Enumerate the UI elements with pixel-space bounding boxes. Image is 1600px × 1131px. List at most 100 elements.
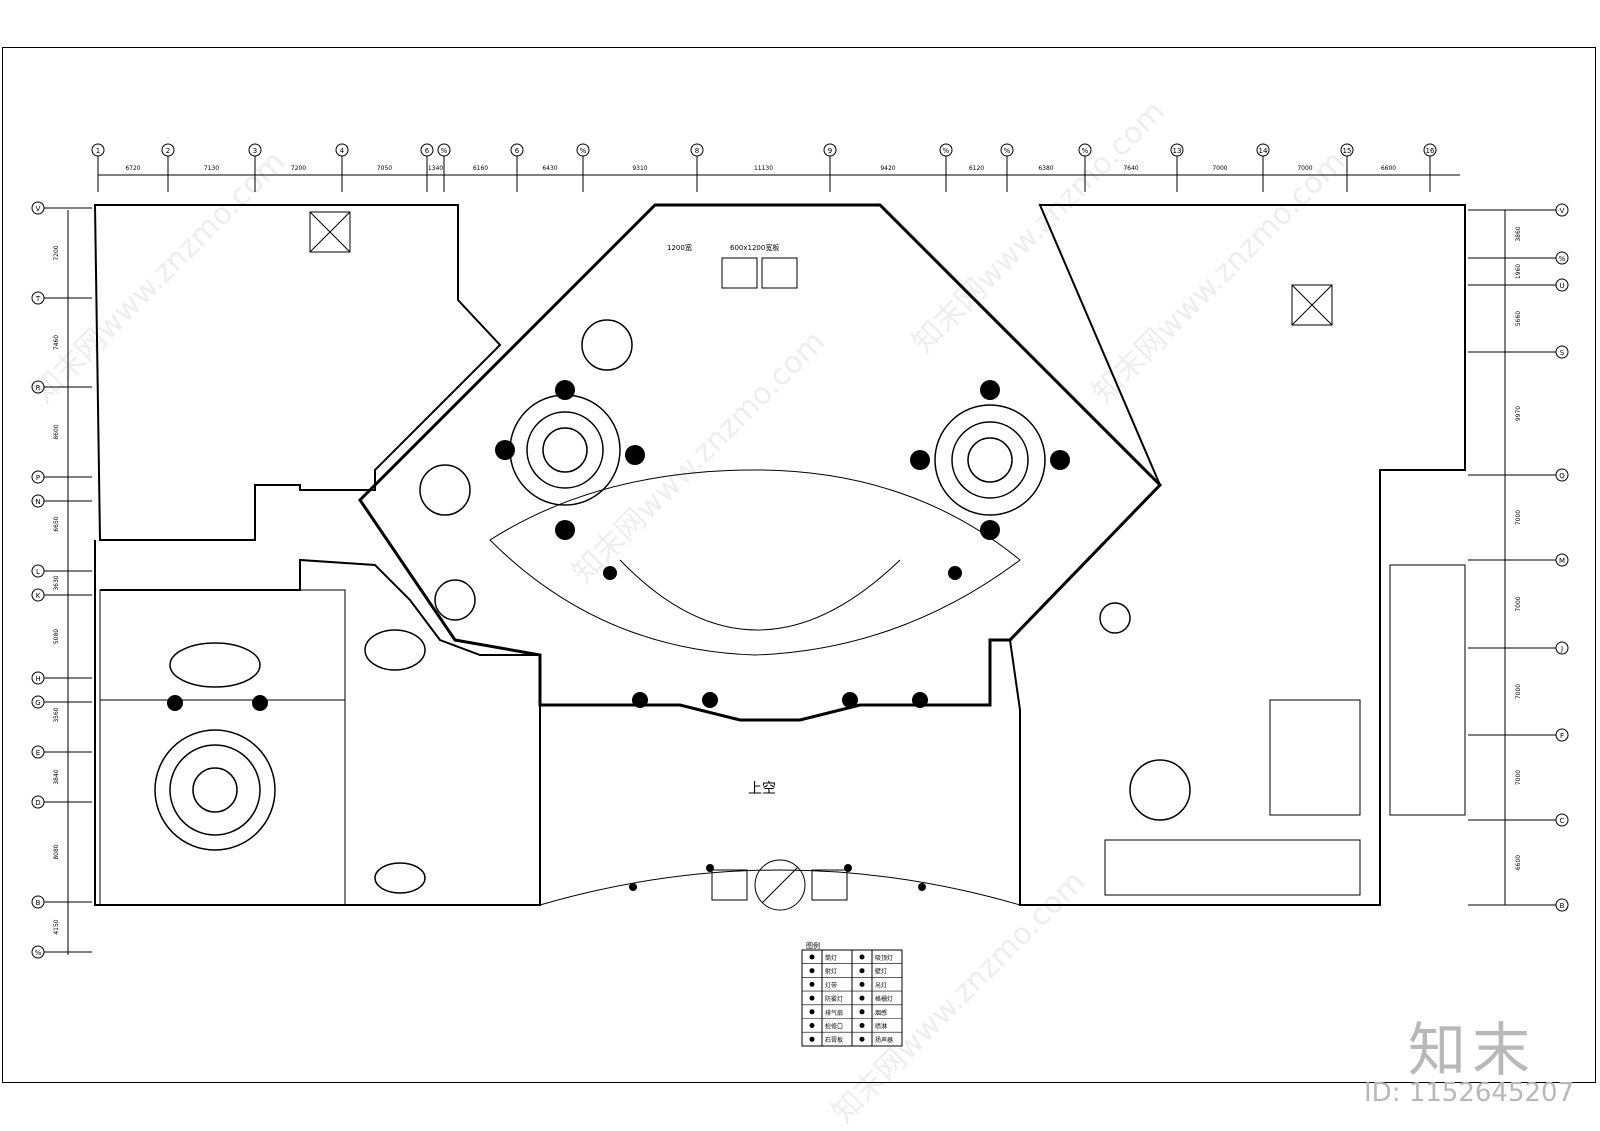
small-dome-left (419, 464, 471, 516)
dimension-left: 8600 (53, 424, 60, 439)
grid-label-top: 8 (695, 147, 699, 155)
grid-label-left: % (35, 949, 42, 957)
grid-label-left: K (36, 592, 41, 600)
grid-label-top: 15 (1343, 147, 1352, 155)
dimension-top: 6600 (1381, 165, 1396, 172)
dimension-left: 3840 (53, 769, 60, 784)
grid-label-left: G (35, 699, 40, 707)
central-oval-void (489, 469, 1021, 656)
legend-table: 图例 筒灯吸顶灯射灯壁灯灯带吊灯防雾灯格栅灯排气扇烟感检修口喷淋石膏板扬声器 (801, 941, 903, 1047)
dimension-right: 7000 (1515, 510, 1522, 525)
grid-label-top: % (943, 147, 950, 155)
dimension-left: 4150 (53, 919, 60, 934)
grid-label-top: 9 (828, 147, 832, 155)
dimension-top: 9420 (880, 165, 895, 172)
legend-item: 筒灯 (825, 954, 837, 962)
dimension-left: 7200 (53, 245, 60, 260)
grid-label-left: B (36, 899, 41, 907)
dimension-left: 8080 (53, 844, 60, 859)
legend-item: 排气扇 (825, 1009, 843, 1017)
elevator-1 (309, 211, 351, 253)
dimension-top: 7000 (1212, 165, 1227, 172)
grid-label-left: L (36, 568, 40, 576)
dimension-top: 1340 (428, 165, 443, 172)
oval-feature-2 (364, 629, 426, 671)
right-ornament-room (1269, 699, 1361, 816)
watermark-id: ID: 1152645207 (1364, 1078, 1575, 1108)
grid-label-left: H (35, 675, 40, 683)
dimension-left: 3560 (53, 707, 60, 722)
entrance-rotunda (754, 859, 806, 911)
grid-label-top: 6 (515, 147, 520, 155)
grid-label-left: R (36, 384, 41, 392)
right-lower-room (1104, 839, 1361, 896)
legend-item: 灯带 (825, 981, 837, 989)
dimension-top: 9310 (632, 165, 647, 172)
grid-label-left: D (35, 799, 40, 807)
grid-label-top: 2 (166, 147, 170, 155)
dimension-top: 11130 (754, 165, 773, 172)
elevator-2 (721, 257, 758, 289)
grid-label-top: % (580, 147, 587, 155)
grid-label-right: F (1560, 732, 1564, 740)
dimension-top: 7130 (204, 165, 219, 172)
dimension-top: 7000 (1297, 165, 1312, 172)
dimension-top: 6160 (473, 165, 488, 172)
grid-label-top: 16 (1426, 147, 1435, 155)
oval-room (99, 589, 346, 701)
dimension-left: 5080 (53, 629, 60, 644)
left-wing-upper (93, 204, 502, 541)
ceiling-note: 1200宽 (667, 243, 692, 252)
inner-arc (619, 559, 901, 631)
dimension-right: 6600 (1515, 855, 1522, 870)
grid-label-top: % (1082, 147, 1089, 155)
grid-label-top: % (1004, 147, 1011, 155)
legend-item: 格栅灯 (875, 995, 893, 1003)
grid-label-top: 13 (1173, 147, 1182, 155)
grid-label-right: C (1560, 817, 1565, 825)
grid-label-right: V (1560, 207, 1565, 215)
legend-item: 石膏板 (825, 1036, 843, 1044)
dimension-top: 7050 (377, 165, 392, 172)
dimension-top: 6430 (542, 165, 557, 172)
legend-item: 吸顶灯 (875, 954, 893, 962)
right-column-rooms (1389, 564, 1466, 816)
watermark-logo: 知末 (1408, 1016, 1537, 1084)
grid-label-left: V (36, 205, 41, 213)
dimension-right: 9970 (1515, 406, 1522, 421)
legend-title: 图例 (806, 941, 820, 950)
dimension-left: 3630 (53, 575, 60, 590)
grid-label-left: E (36, 749, 40, 757)
dimension-right: 7000 (1515, 596, 1522, 611)
dimension-right: 1960 (1515, 264, 1522, 279)
ceiling-note-2: 600x1200宽板 (730, 243, 779, 252)
right-dome (934, 404, 1046, 516)
grid-label-right: S (1560, 349, 1565, 357)
dimension-top: 7640 (1123, 165, 1138, 172)
dimension-top: 6720 (125, 165, 140, 172)
elevator-3 (761, 257, 798, 289)
grid-label-right: Q (1559, 472, 1565, 480)
legend-item: 壁灯 (875, 968, 887, 976)
small-dome-top (581, 319, 633, 371)
dimension-right: 3860 (1515, 226, 1522, 241)
dimension-left: 7460 (53, 335, 60, 350)
legend-item: 检修口 (825, 1023, 843, 1031)
dimension-right: 5660 (1515, 311, 1522, 326)
drawing-frame (2, 47, 1596, 1083)
round-feature (154, 729, 276, 851)
grid-label-right: J (1560, 645, 1563, 653)
grid-label-right: U (1559, 282, 1564, 290)
dimension-right: 7000 (1515, 770, 1522, 785)
legend-item: 扬声器 (875, 1036, 893, 1044)
left-wing-lower (94, 540, 541, 906)
grid-label-right: M (1559, 557, 1565, 565)
legend-item: 喷淋 (875, 1023, 887, 1031)
dimension-right: 7000 (1515, 684, 1522, 699)
right-wing-outline (1008, 204, 1466, 906)
grid-label-top: 6 (425, 147, 430, 155)
grid-label-top: 14 (1259, 147, 1268, 155)
legend-item: 吊灯 (875, 981, 887, 989)
dimension-top: 6120 (969, 165, 984, 172)
